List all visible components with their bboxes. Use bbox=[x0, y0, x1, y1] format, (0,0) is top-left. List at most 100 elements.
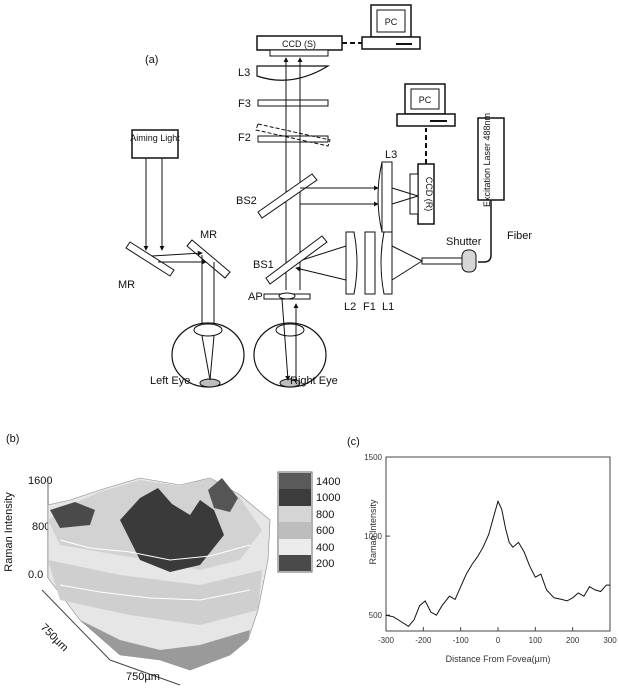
f3-filter bbox=[257, 99, 329, 107]
panel-c-xtick-label: -100 bbox=[453, 636, 470, 645]
f2-tilted-filter bbox=[255, 123, 331, 147]
f3-label: F3 bbox=[238, 98, 251, 110]
legend-label-1400: 1400 bbox=[316, 476, 340, 488]
ap-opening bbox=[278, 292, 296, 300]
excitation-laser-label: Excitation Laser 488nm bbox=[482, 113, 492, 207]
panel-c-label: (c) bbox=[347, 436, 360, 448]
pc-right-computer: PC bbox=[396, 83, 456, 127]
panel-b-width-label: 750µm bbox=[126, 671, 160, 683]
left-eye-converge-b bbox=[209, 335, 215, 381]
legend-swatch-1400 bbox=[279, 473, 311, 489]
legend-label-600: 600 bbox=[316, 525, 334, 537]
panel-b-depth-axis bbox=[41, 589, 111, 661]
panel-b-depth-label: 750µm bbox=[38, 622, 70, 654]
beam-right-eye-in bbox=[281, 298, 291, 381]
l3-right-lens bbox=[377, 161, 393, 233]
legend-swatch-800 bbox=[279, 506, 311, 522]
bs2-beamsplitter bbox=[257, 173, 318, 219]
excitation-laser bbox=[477, 117, 505, 201]
pc-right-label: PC bbox=[419, 95, 432, 105]
panel-b: (b) Raman Intensity 1600 800 0.0 750µm 7… bbox=[3, 433, 340, 686]
panel-c-xtick-label: 300 bbox=[603, 636, 617, 645]
panel-c-ylabel: Raman Intensity bbox=[368, 499, 378, 565]
right-eye-lens bbox=[275, 323, 305, 337]
panel-b-ytick-1: 800 bbox=[32, 521, 50, 533]
legend-swatch-1000 bbox=[279, 489, 311, 506]
beam-to-bs1-a bbox=[295, 245, 347, 264]
surface-plot bbox=[47, 477, 271, 671]
aiming-light-label: Aiming Light bbox=[130, 133, 180, 143]
pc-top-label: PC bbox=[385, 17, 398, 27]
panel-a-label: (a) bbox=[145, 54, 158, 66]
aiming-light-text: Aiming Light bbox=[130, 133, 180, 143]
panel-b-ylabel: Raman Intensity bbox=[3, 492, 15, 572]
l1-label: L1 bbox=[382, 301, 394, 313]
panel-b-width-axis bbox=[109, 659, 181, 686]
panel-c-xtick-label: -300 bbox=[378, 636, 395, 645]
pc-top-computer: PC bbox=[361, 4, 421, 50]
beam-focus-b bbox=[391, 195, 419, 205]
l2-label: L2 bbox=[344, 301, 356, 313]
legend-swatch-200 bbox=[279, 555, 311, 571]
fiber-coupler bbox=[421, 257, 463, 265]
beam-laser-a bbox=[391, 245, 423, 262]
f1-label: F1 bbox=[363, 301, 376, 313]
mr-left-label: MR bbox=[118, 279, 135, 291]
panel-a: (a) PC CCD (S) L3 F3 F2 BS2 bbox=[118, 4, 532, 388]
ccd-s-label: CCD (S) bbox=[282, 39, 316, 49]
beam-to-bs1-b bbox=[295, 266, 347, 281]
l3-right-label: L3 bbox=[385, 149, 397, 161]
panel-c-xtick-label: 100 bbox=[529, 636, 543, 645]
ccd-s-camera: CCD (S) bbox=[256, 35, 343, 57]
ccd-r-label: CCD (R) bbox=[424, 177, 434, 212]
fiber-label: Fiber bbox=[507, 230, 532, 242]
mirror-relay-beam-a bbox=[151, 250, 203, 257]
l3-top-lens bbox=[256, 65, 331, 81]
left-eye-fovea bbox=[199, 378, 221, 388]
mr-right-mirror bbox=[186, 239, 231, 279]
left-eye-label: Left Eye bbox=[150, 375, 190, 387]
f2-label: F2 bbox=[238, 132, 251, 144]
panel-c-series-line bbox=[385, 499, 610, 627]
panel-c-xtick-label: 200 bbox=[566, 636, 580, 645]
f2-filter bbox=[257, 135, 329, 143]
ap-label: AP bbox=[248, 291, 263, 303]
mr-left-mirror bbox=[125, 241, 175, 277]
panel-c-xtick-label: 0 bbox=[496, 636, 501, 645]
l2-lens bbox=[345, 231, 358, 295]
f1-filter bbox=[364, 231, 376, 295]
l3-top-label: L3 bbox=[238, 67, 250, 79]
shutter-label: Shutter bbox=[446, 236, 482, 248]
panel-b-ytick-2: 0.0 bbox=[28, 569, 43, 581]
right-eye-label: Right Eye bbox=[290, 375, 338, 387]
fiber-cable bbox=[478, 200, 492, 263]
left-eye-converge-a bbox=[201, 335, 211, 381]
panel-c-plot-frame bbox=[385, 456, 611, 632]
bs1-beamsplitter bbox=[265, 235, 328, 285]
panel-c-ytick-label: 500 bbox=[369, 611, 383, 620]
panel-c-ticks: -300 -200 -100 0 100 200 300 500 1000 1500 bbox=[364, 453, 617, 645]
legend-swatch-400 bbox=[279, 539, 311, 555]
legend-label-800: 800 bbox=[316, 509, 334, 521]
legend-label-200: 200 bbox=[316, 558, 334, 570]
aiming-light bbox=[131, 129, 179, 159]
panel-c-ytick-label: 1500 bbox=[364, 453, 382, 462]
panel-c-ytick-label: 1000 bbox=[364, 532, 382, 541]
beam-focus-a bbox=[391, 187, 419, 197]
left-eye-lens bbox=[193, 323, 223, 337]
panel-b-legend: 1400 1000 800 600 400 200 bbox=[277, 471, 340, 573]
bs1-label: BS1 bbox=[253, 259, 274, 271]
panel-c-xtick-label: -200 bbox=[415, 636, 432, 645]
panel-c-xlabel: Distance From Fovea(µm) bbox=[446, 654, 551, 664]
panel-b-ytick-0: 1600 bbox=[28, 475, 52, 487]
legend-swatch-600 bbox=[279, 522, 311, 539]
panel-c: (c) Raman Intensity Distance From Fovea(… bbox=[347, 436, 617, 664]
bs2-label: BS2 bbox=[236, 195, 257, 207]
legend-label-400: 400 bbox=[316, 542, 334, 554]
shutter bbox=[461, 249, 477, 273]
l1-lens bbox=[380, 231, 393, 295]
mr-right-label: MR bbox=[200, 229, 217, 241]
legend-label-1000: 1000 bbox=[316, 492, 340, 504]
beam-laser-b bbox=[391, 260, 423, 281]
